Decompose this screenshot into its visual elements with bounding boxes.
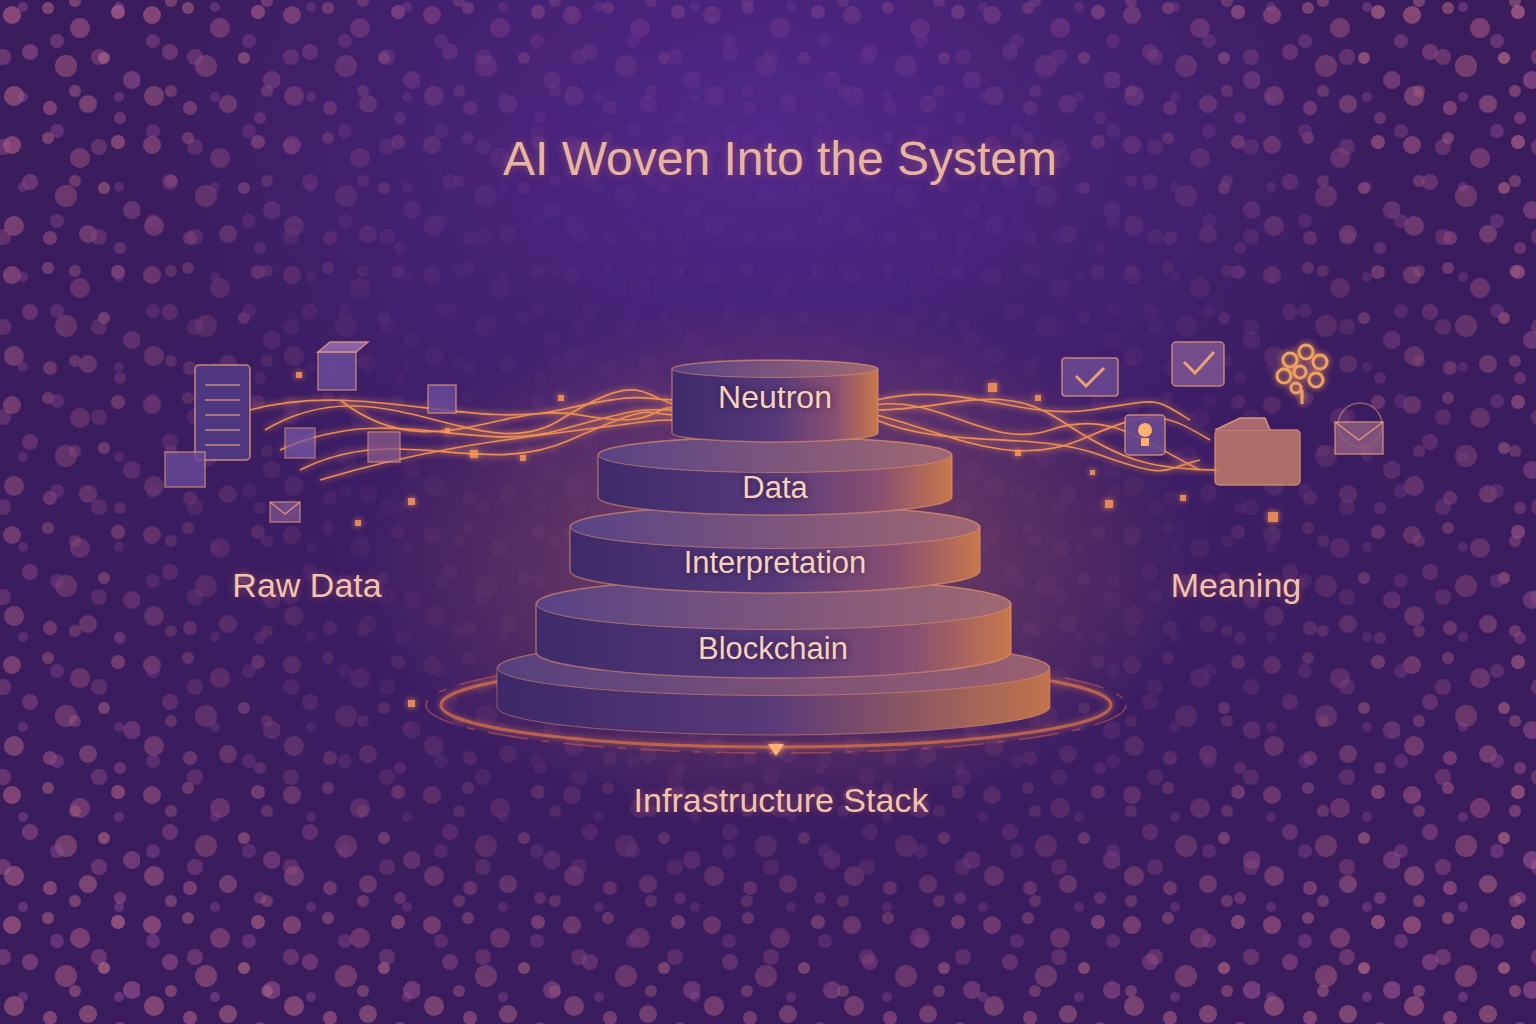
tier-label: Interpretation <box>570 547 980 578</box>
tier-top <box>673 361 878 378</box>
section-label: Raw Data <box>232 566 381 605</box>
diagram-title: AI Woven Into the System <box>503 131 1057 186</box>
tier-body <box>672 360 878 442</box>
tier-body <box>570 505 980 593</box>
tier-label: Data <box>598 472 952 503</box>
tier-top <box>536 579 1010 630</box>
tier-label: Blockchain <box>536 633 1011 664</box>
tier-top <box>571 506 980 549</box>
tier-body <box>536 578 1011 678</box>
section-label: Meaning <box>1171 566 1301 605</box>
tier-body <box>598 437 952 515</box>
stack-tier: Interpretation <box>570 505 980 593</box>
tier-label: Neutron <box>672 381 878 413</box>
section-label: Infrastructure Stack <box>634 781 929 820</box>
tier-top <box>599 438 952 473</box>
stack-tier: Neutron <box>672 360 878 442</box>
stack-tier: Data <box>598 437 952 515</box>
